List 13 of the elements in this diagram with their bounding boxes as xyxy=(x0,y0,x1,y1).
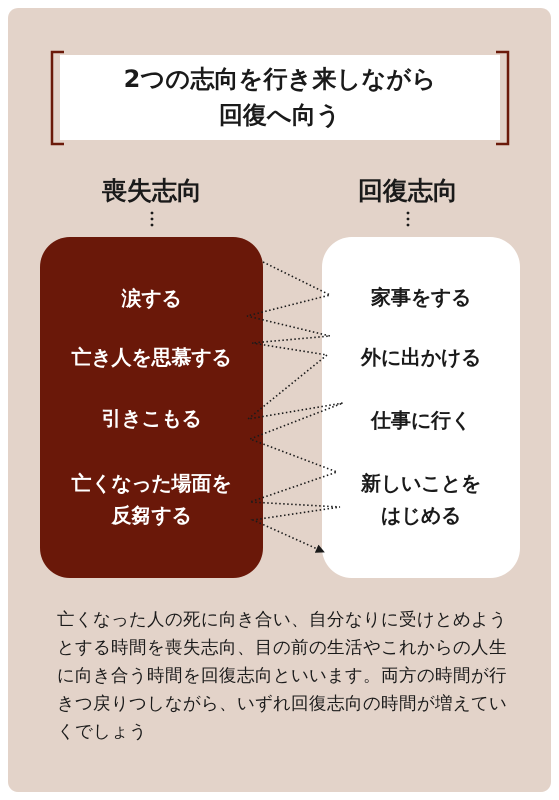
title: 2つの志向を行き来しながら回復へ向う xyxy=(122,64,438,131)
item-text: 家事をする xyxy=(332,281,510,313)
zigzag-arrow xyxy=(245,261,344,553)
item-text: 外に出かける xyxy=(332,341,510,373)
item-text: 新しいことをはじめる xyxy=(352,467,490,531)
column-heading: 回復志向 xyxy=(357,175,459,207)
item-text: 亡き人を思慕する xyxy=(50,341,253,373)
item-text: 仕事に行く xyxy=(332,404,510,436)
item-text: 亡くなった場面を反芻する xyxy=(70,467,233,531)
column-heading: 喪失志向 xyxy=(101,175,203,207)
item-text: 引きこもる xyxy=(50,402,253,434)
caption: 亡くなった人の死に向き合い、自分なりに受けとめようとする時間を喪失志向、目の前の生活やこれからの人生に向き合う時間を回復志向といいます。両方の時間が行きつ戻りつしながら、いずれ回復志向の時間が増えていくでしょう xyxy=(57,609,508,744)
item-text: 涙する xyxy=(50,282,253,314)
